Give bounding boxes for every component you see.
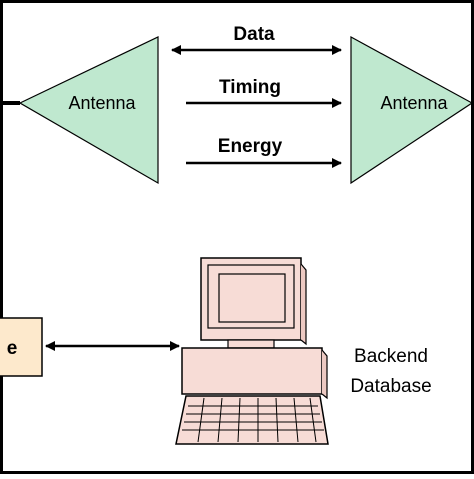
partial-box-shape — [0, 317, 43, 377]
monitor-screen — [218, 273, 286, 323]
left-antenna-label: Antenna — [68, 93, 136, 113]
right-antenna: Antenna — [350, 35, 474, 185]
flow-timing: Timing — [186, 77, 342, 108]
monitor-side — [300, 263, 307, 346]
computer-icon — [175, 257, 329, 445]
backend-label-line1: Backend — [354, 346, 428, 367]
flow-timing-label: Timing — [219, 77, 281, 98]
flow-data: Data — [171, 24, 342, 55]
backend-label: Backend Database — [350, 346, 431, 397]
system-unit-side — [321, 349, 328, 400]
right-antenna-shape — [350, 35, 474, 185]
monitor-stand — [227, 339, 275, 349]
system-unit — [181, 347, 323, 395]
partial-box-label: e — [7, 338, 18, 359]
keyboard-keys — [182, 397, 324, 443]
right-antenna-label: Antenna — [380, 93, 448, 113]
partial-box: e — [0, 317, 43, 377]
left-antenna: Antenna — [3, 36, 159, 185]
flow-energy: Energy — [186, 136, 342, 168]
left-antenna-shape — [18, 36, 159, 185]
backend-label-line2: Database — [350, 376, 431, 397]
flow-data-label: Data — [233, 24, 275, 45]
keyboard — [175, 395, 329, 445]
flow-energy-label: Energy — [218, 136, 283, 157]
